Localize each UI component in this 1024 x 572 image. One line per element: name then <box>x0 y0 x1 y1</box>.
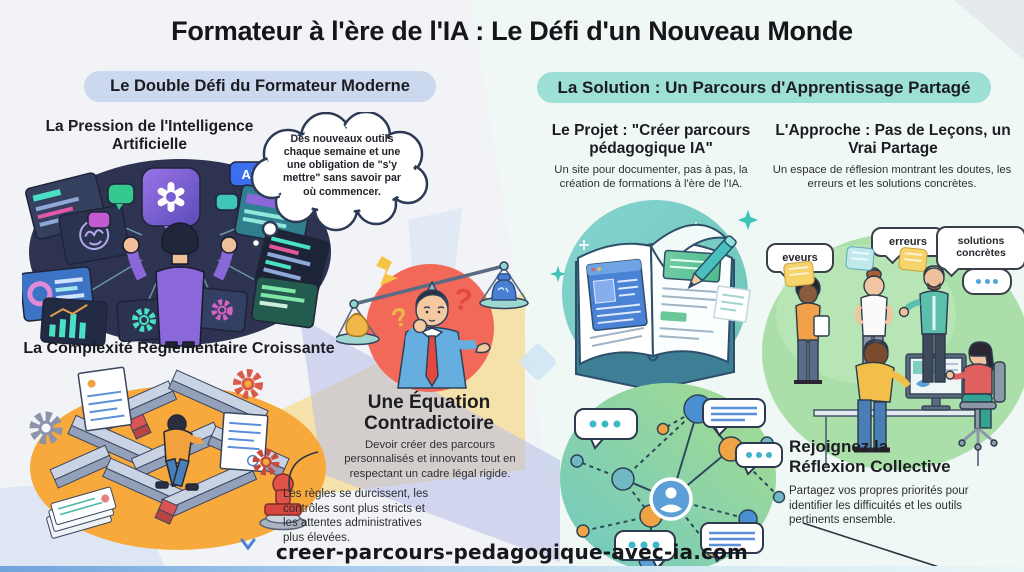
chat-icon <box>87 211 111 229</box>
thought-bubble <box>250 112 429 249</box>
person-standing-3 <box>898 265 949 383</box>
gear-icon <box>252 448 280 476</box>
chat-bubble-icon <box>700 522 764 563</box>
bottom-accent-strip <box>0 566 1024 572</box>
message-icon <box>897 246 929 273</box>
complexite-heading: La Complexité Réglementaire Croissante <box>23 340 335 357</box>
pression-heading: La Pression de l'Intelligence Artificiel… <box>45 118 254 154</box>
book-icon <box>575 223 751 392</box>
network-illustration <box>560 383 786 572</box>
chat-bubble-icon <box>702 398 766 437</box>
speech-bubble-solutions: solutions concrètes <box>936 226 1024 278</box>
message-icon <box>845 245 875 272</box>
website-url: creer-parcours-pedagogique-avec-ia.com <box>275 540 749 564</box>
chat-icon <box>215 193 239 211</box>
thinking-person <box>397 289 491 389</box>
gear-icon <box>233 369 263 399</box>
star-icon <box>550 266 566 282</box>
gear-icon <box>132 308 156 332</box>
chat-bubble-icon <box>735 442 783 476</box>
book-illustration <box>550 200 758 392</box>
rejoignez-text: Partagez vos propres priorités pour iden… <box>789 485 969 527</box>
person-standing-1 <box>794 275 830 384</box>
terminal-screen <box>251 275 319 329</box>
balance-scale-icon <box>336 261 529 346</box>
thought-bubble-text: Des nouveaux outils chaque semaine et un… <box>282 133 402 198</box>
message-icon <box>782 260 816 288</box>
maze-walker <box>155 414 204 491</box>
gear-icon <box>29 411 63 445</box>
openai-screen <box>141 167 201 236</box>
overwhelmed-person <box>122 222 238 348</box>
openai-logo-icon <box>157 182 185 212</box>
gear-icon <box>211 299 233 321</box>
bar-chart-screen <box>40 297 108 347</box>
chevron-down-icon <box>240 538 256 551</box>
document-icon <box>219 411 269 473</box>
typing-dots-icon <box>976 275 998 287</box>
stamp-icon <box>259 473 307 531</box>
projet-heading: Le Projet : "Créer parcours pédagogique … <box>551 122 751 158</box>
projet-text: Un site pour documenter, pas à pas, la c… <box>554 164 748 191</box>
speech-bubble-label: solutions concrètes <box>956 235 1006 259</box>
lavender-beam <box>300 318 560 562</box>
chat-bubble-icon <box>574 408 638 450</box>
lightning-icon <box>376 256 398 286</box>
speech-bubble-label: erreurs <box>889 235 927 248</box>
star-icon <box>738 210 758 230</box>
question-mark: ? <box>388 301 411 334</box>
weight-icon <box>491 273 517 301</box>
gear-screen-2 <box>195 287 249 333</box>
equation-text: Devoir créer des parcours personnalisés … <box>344 439 516 480</box>
document-stack-icon <box>46 486 117 539</box>
complexite-note: Les règles se durcissent, les contrôles … <box>283 488 429 544</box>
balance-illustration: ? ? <box>336 256 529 392</box>
person-seated-1 <box>854 339 911 453</box>
note-pointer-line <box>288 451 319 493</box>
left-section-header: Le Double Défi du Formateur Moderne <box>84 71 436 102</box>
person-node-icon <box>649 477 693 521</box>
pencil-icon <box>687 235 737 290</box>
document-icon <box>77 366 133 432</box>
equation-heading: Une Équation Contradictoire <box>364 392 494 435</box>
page-title: Formateur à l'ère de l'IA : Le Défi d'un… <box>171 16 853 46</box>
rejoignez-heading: Rejoignez la Réflexion Collective <box>789 437 951 477</box>
people-illustration <box>762 234 1024 470</box>
rejoignez-pointer-line <box>802 522 946 570</box>
person-seated-2 <box>945 341 1006 451</box>
question-mark: ? <box>451 282 475 318</box>
typing-dots-bubble <box>962 268 1012 295</box>
maze-illustration <box>29 366 326 550</box>
chat-icon <box>107 183 135 210</box>
approche-text: Un espace de réflesion montrant les dout… <box>772 164 1012 191</box>
right-section-header: La Solution : Un Parcours d'Apprentissag… <box>537 72 991 103</box>
money-bag-icon <box>345 312 370 338</box>
approche-heading: L'Approche : Pas de Leçons, un Vrai Part… <box>775 122 1011 158</box>
